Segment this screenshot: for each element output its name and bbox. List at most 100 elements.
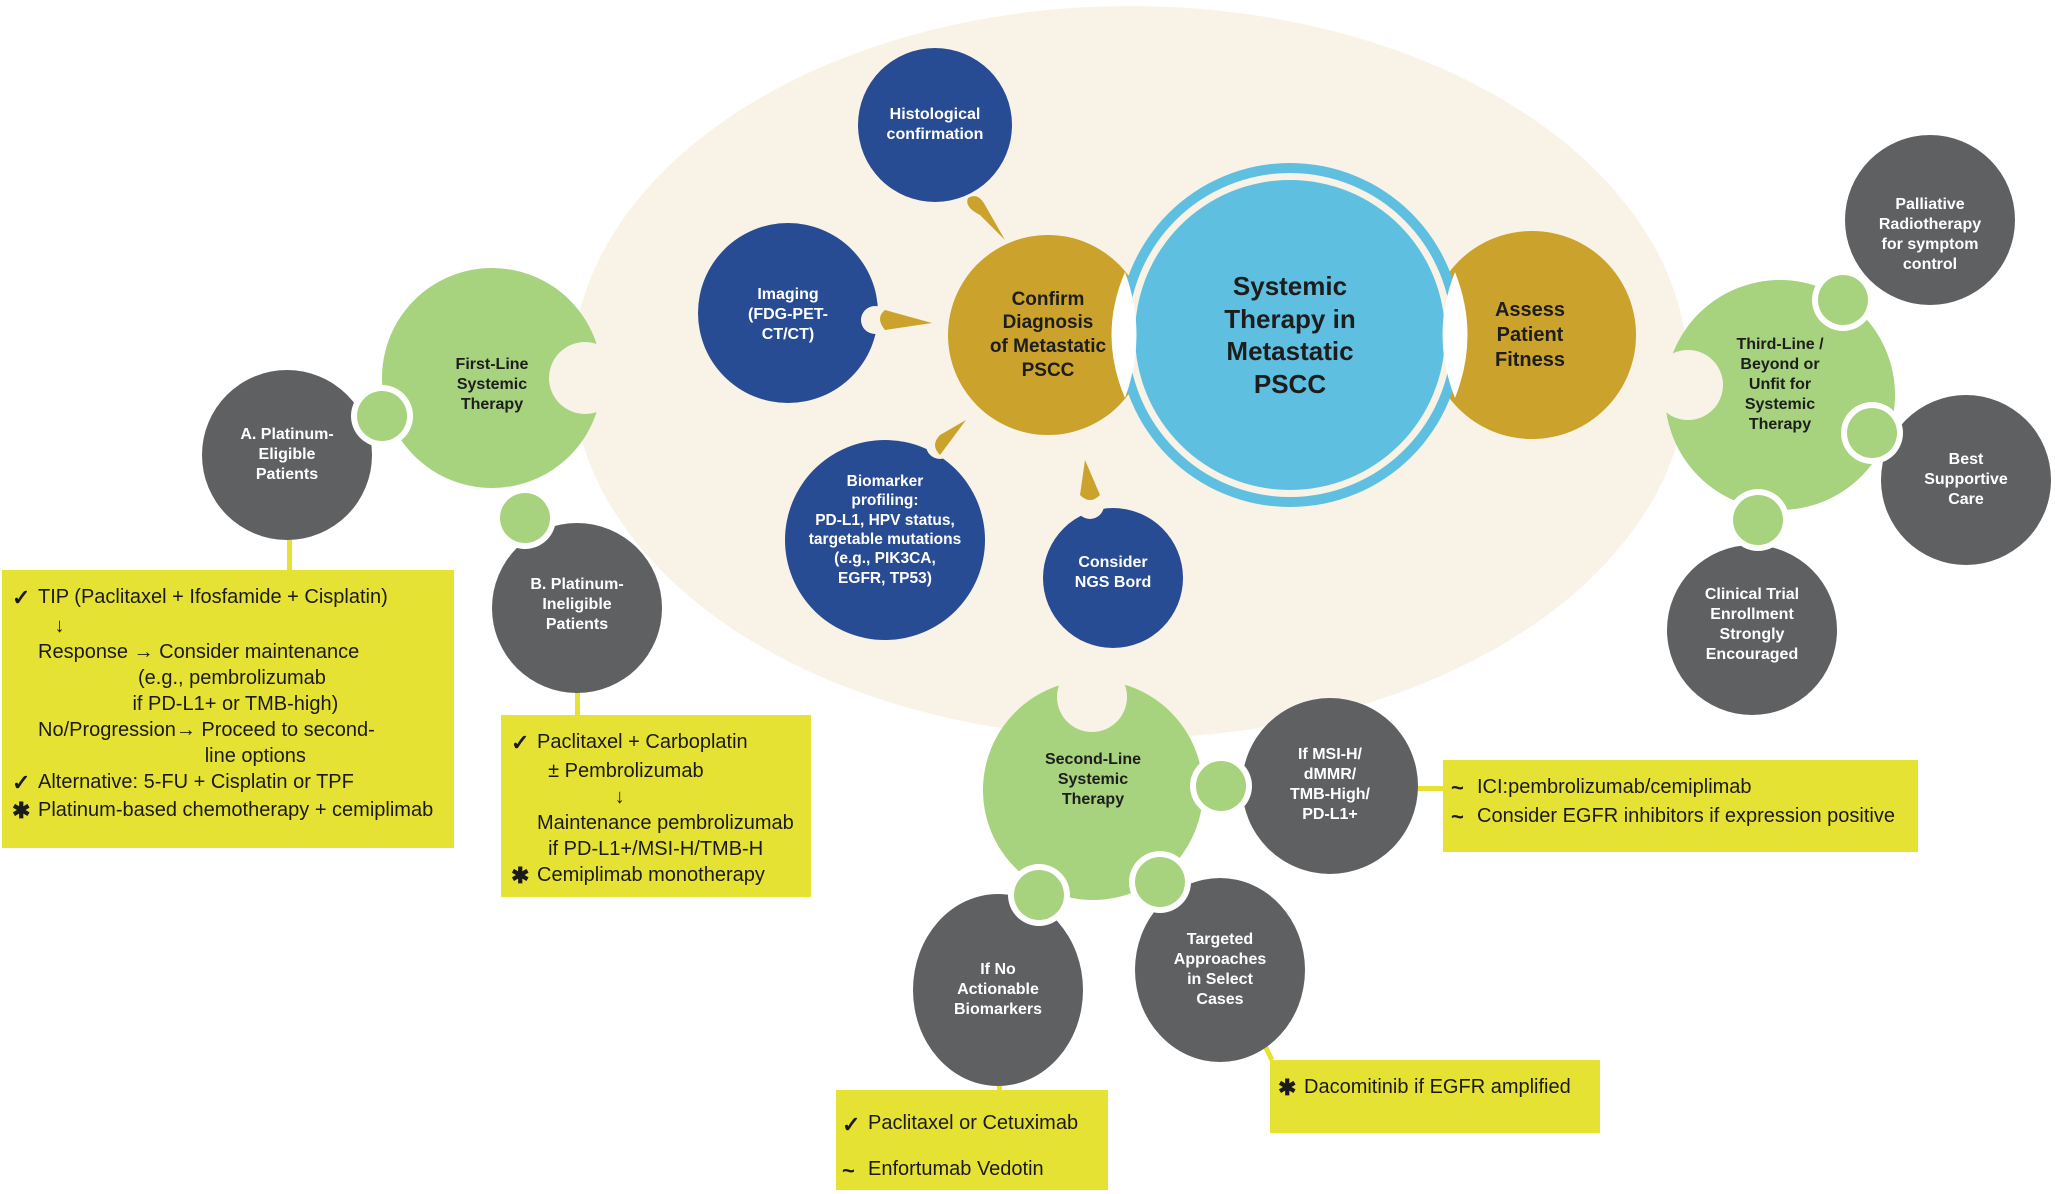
targeted-box: ✱Dacomitinib if EGFR amplified xyxy=(1270,1060,1600,1133)
box-line-text: ± Pembrolizumab xyxy=(537,759,704,782)
first-line-notch xyxy=(549,342,621,414)
histology-node[interactable] xyxy=(858,48,1012,202)
link-dot-third-palliative xyxy=(1818,275,1868,325)
no-biomarker-label: If No Actionable Biomarkers xyxy=(953,961,1043,1018)
link-dot-third-supportive xyxy=(1847,408,1897,458)
imaging-node[interactable] xyxy=(698,223,878,403)
box-line-item: ✓ Alternative: 5-FU + Cisplatin or TPF xyxy=(12,769,444,798)
box-line-item: line options xyxy=(12,743,444,769)
link-dot-second-msi xyxy=(1196,761,1246,811)
link-dot-third-trial xyxy=(1733,495,1783,545)
box-line-item: ~ Enfortumab Vedotin xyxy=(842,1148,1102,1194)
box-line-text: line options xyxy=(38,744,306,767)
supportive-node[interactable] xyxy=(1881,395,2051,565)
check-icon: ✓ xyxy=(842,1112,861,1137)
trial-label: Clinical Trial Enrollment Strongly Encou… xyxy=(1704,586,1800,663)
box-line-item: ✱ Cemiplimab monotherapy xyxy=(511,862,801,891)
second-line-label: Second-Line Systemic Therapy xyxy=(1044,751,1141,808)
ngs-node[interactable] xyxy=(1043,508,1183,648)
box-line-text: No/Progression→ Proceed to second- xyxy=(38,718,375,741)
msi-box: ~ ICI:pembrolizumab/cemiplimab ~Consider E… xyxy=(1443,760,1918,852)
check-icon: ✓ xyxy=(511,730,530,755)
link-dot-second-none xyxy=(1014,870,1064,920)
third-line-node[interactable] xyxy=(1665,280,1895,510)
check-icon: ✓ xyxy=(12,585,31,610)
box-line-text: Maintenance pembrolizumab xyxy=(537,811,794,834)
box-line-item: ✓ Paclitaxel or Cetuximab xyxy=(842,1102,1102,1148)
palliative-node[interactable] xyxy=(1845,135,2015,305)
third-line-notch xyxy=(1653,350,1723,420)
box-line-item: No/Progression→ Proceed to second- xyxy=(12,717,444,743)
check-icon: ✓ xyxy=(12,769,31,795)
box-line-item: if PD-L1+/MSI-H/TMB-H xyxy=(511,836,801,862)
confirm-diagnosis-label: Confirm Diagnosis of Metastatic PSCC xyxy=(989,288,1107,381)
asterisk-icon: ✱ xyxy=(12,798,31,824)
box-line-text: ICI:pembrolizumab/cemiplimab xyxy=(1477,776,1752,798)
ngs-label: Consider NGS Bord xyxy=(1074,554,1152,591)
box-line-text: Enfortumab Vedotin xyxy=(868,1158,1044,1181)
box-line-text: Paclitaxel or Cetuximab xyxy=(868,1112,1079,1134)
trial-node[interactable] xyxy=(1667,545,1837,715)
platinum-ineligible-node[interactable] xyxy=(492,523,662,693)
tilde-icon: ~ xyxy=(1451,775,1464,800)
box-line-text: Platinum-based chemotherapy + cemiplimab xyxy=(38,799,434,822)
connector-a-box xyxy=(287,535,292,570)
arrow-imaging-to-confirm xyxy=(861,306,932,334)
overlap-left-lens xyxy=(1111,272,1137,398)
confirm-diagnosis-node[interactable] xyxy=(948,235,1148,435)
box-line-item: ✓ TIP (Paclitaxel + Ifosfamide + Cisplati… xyxy=(12,584,444,613)
box-line-text: if PD-L1+/MSI-H/TMB-H xyxy=(537,837,764,860)
link-dot-second-targeted xyxy=(1135,857,1185,907)
link-dot-first-b xyxy=(500,493,550,543)
platinum-eligible-label: A. Platinum- Eligible Patients xyxy=(240,426,334,483)
link-dot-first-a xyxy=(357,391,407,441)
tilde-icon: ~ xyxy=(1451,803,1464,829)
asterisk-icon: ✱ xyxy=(1278,1075,1297,1100)
biomarker-label: Biomarker profiling: PD-L1, HPV status, … xyxy=(808,472,962,587)
palliative-label: Palliative Radiotherapy for symptom cont… xyxy=(1878,196,1982,273)
biomarker-node[interactable] xyxy=(785,440,985,640)
arrow-confirm-to-biomarker xyxy=(926,420,966,459)
box-line-text: Response → Consider maintenance xyxy=(38,640,360,663)
box-line-text: ↓ xyxy=(38,614,65,637)
center-label: Systemic Therapy in Metastatic PSCC xyxy=(1224,271,1356,399)
box-line-item: Response → Consider maintenance xyxy=(12,639,444,665)
platinum-ineligible-box: ✓Paclitaxel + Carboplatin ± Pembrolizuma… xyxy=(501,715,811,897)
connector-b-box xyxy=(575,690,580,715)
box-line-text: Cemiplimab monotherapy xyxy=(537,863,765,886)
box-line-item: if PD-L1+ or TMB-high) xyxy=(12,691,444,717)
assess-fitness-label: Assess Patient Fitness xyxy=(1494,298,1566,371)
msi-node[interactable] xyxy=(1242,698,1418,874)
first-line-node[interactable] xyxy=(382,268,602,488)
histology-label: Histological confirmation xyxy=(886,106,984,143)
platinum-ineligible-label: B. Platinum- Ineligible Patients xyxy=(530,576,624,633)
no-biomarker-node[interactable] xyxy=(913,894,1083,1086)
box-line-item: Maintenance pembrolizumab xyxy=(511,810,801,836)
box-line-text: (e.g., pembrolizumab xyxy=(38,666,326,689)
tilde-icon: ~ xyxy=(842,1158,855,1184)
asterisk-icon: ✱ xyxy=(511,862,530,888)
targeted-label: Targeted Approaches in Select Cases xyxy=(1173,931,1267,1008)
box-line-item: ✱ Platinum-based chemotherapy + cemiplima… xyxy=(12,797,444,826)
platinum-eligible-node[interactable] xyxy=(202,370,372,540)
arrow-confirm-to-ngs xyxy=(1076,460,1104,519)
box-line-text: Alternative: 5-FU + Cisplatin or TPF xyxy=(38,770,354,793)
center-node[interactable] xyxy=(1135,180,1445,490)
box-line-text: ↓ xyxy=(537,785,625,808)
supportive-label: Best Supportive Care xyxy=(1924,451,2008,508)
box-line-item: ~Consider EGFR inhibitors if expression … xyxy=(1451,803,1910,832)
no-biomarker-box: ✓ Paclitaxel or Cetuximab ~ Enfortumab Vedo… xyxy=(836,1090,1108,1190)
arrow-histology-to-confirm xyxy=(963,193,1005,240)
second-line-notch xyxy=(1057,662,1127,732)
box-line-item: ↓ xyxy=(511,784,801,810)
msi-label: If MSI-H/ dMMR/ TMB-High/ PD-L1+ xyxy=(1290,746,1370,823)
box-line-text: TIP (Paclitaxel + Ifosfamide + Cisplatin… xyxy=(38,586,388,608)
overlap-right-lens xyxy=(1442,272,1468,398)
imaging-label: Imaging (FDG-PET- CT/CT) xyxy=(748,286,828,343)
targeted-node[interactable] xyxy=(1135,878,1305,1062)
box-line-item: ↓ xyxy=(12,613,444,639)
assess-fitness-node[interactable] xyxy=(1428,231,1636,439)
box-line-item: ± Pembrolizumab xyxy=(511,758,801,784)
second-line-node[interactable] xyxy=(983,680,1203,900)
connector-msi-box xyxy=(1405,786,1445,791)
